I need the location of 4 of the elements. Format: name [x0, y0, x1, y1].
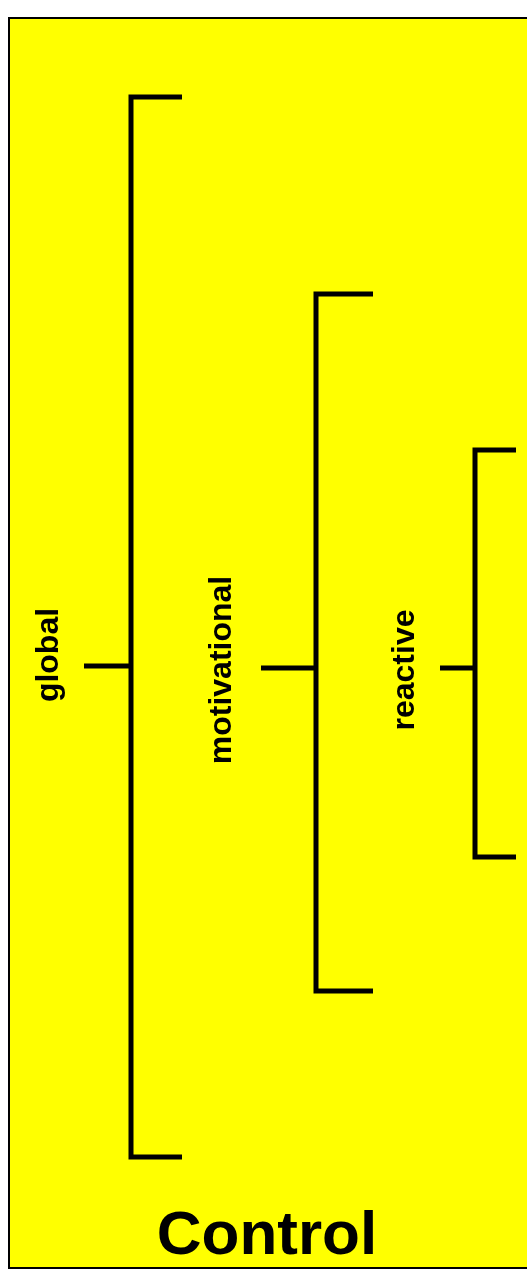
title: Control [156, 1196, 378, 1268]
bracket-label: reactive [384, 609, 422, 731]
bracket-label: global [28, 607, 66, 703]
bracket-label: motivational [201, 575, 239, 765]
